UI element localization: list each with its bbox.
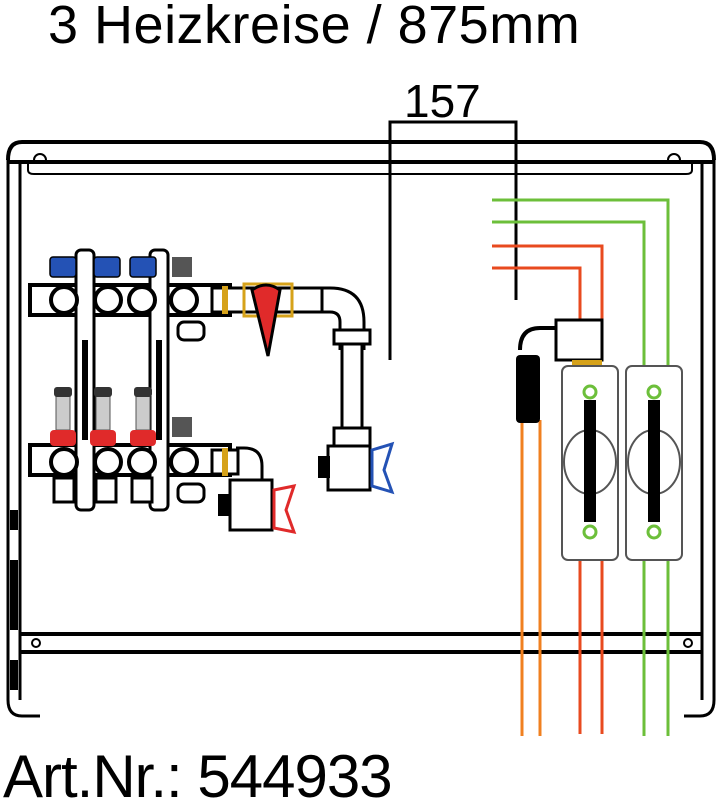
dimension-bracket [388, 120, 518, 360]
dimension-label: 157 [404, 75, 481, 127]
flow-meters [55, 389, 151, 431]
supply-connection [210, 282, 395, 495]
red-ball-valve-handle [272, 484, 297, 534]
red-valve-caps [50, 430, 156, 446]
blue-valve-caps [49, 256, 157, 278]
blue-ball-valve-handle [370, 441, 395, 495]
manifold [28, 248, 232, 512]
cabinet-frame [6, 140, 716, 718]
pump-group [516, 318, 683, 561]
return-connection [210, 446, 297, 534]
diagram-title: 3 Heizkreise / 875mm [48, 0, 581, 55]
article-number: Art.Nr.: 544933 [3, 743, 393, 810]
cabinet-side-latches [10, 510, 18, 690]
